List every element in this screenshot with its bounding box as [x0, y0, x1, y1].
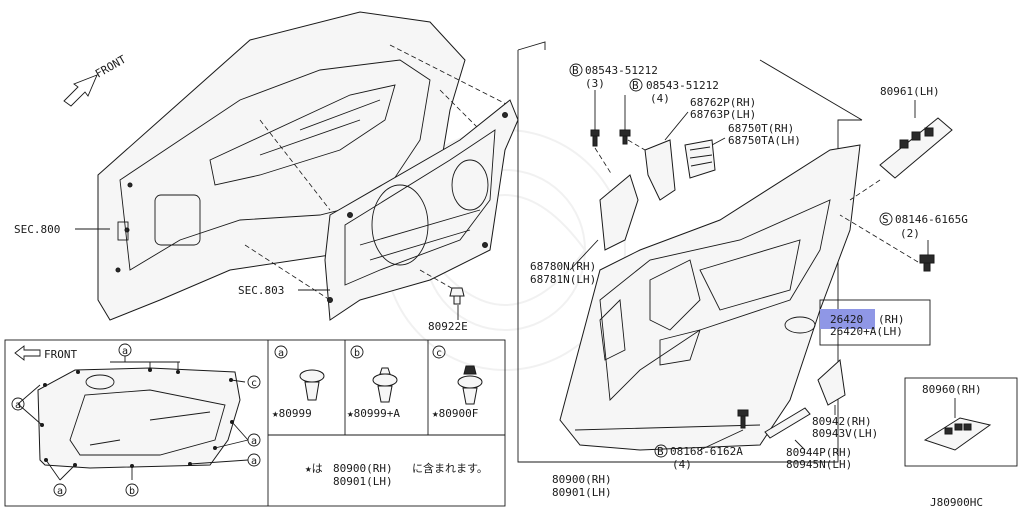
part-08146-label: 08146-6165G	[895, 213, 968, 226]
clip-col-c-header: c	[436, 348, 442, 359]
part-68780n-label: 68780N(RH)	[530, 260, 596, 273]
part-08543-b-qty: (4)	[650, 92, 670, 105]
part-26420a-label: 26420+A(LH)	[830, 325, 903, 338]
part-80960-label: 80960(RH)	[922, 383, 982, 396]
clip-col-a: a ★80999	[272, 345, 325, 420]
badge-b-1: B	[572, 64, 579, 77]
screw-08146	[919, 254, 935, 272]
clip-col-c: c ★80900F	[432, 345, 483, 420]
inset-box	[4, 339, 506, 507]
part-68750t-label: 68750T(RH)	[728, 122, 794, 135]
front-arrow-top: FRONT	[63, 53, 129, 107]
inner-panel	[324, 99, 519, 321]
part-80943-label: 80943V(LH)	[812, 427, 878, 440]
part-08543-b-label: 08543-51212	[646, 79, 719, 92]
sec-803-label: SEC.803	[238, 284, 284, 297]
part-26420-label: 26420	[830, 313, 863, 326]
part-26420-highlight	[820, 309, 875, 329]
badge-b-3: B	[657, 445, 664, 458]
clip-col-a-header: a	[278, 348, 284, 359]
part-80900-label: 80900(RH)	[552, 473, 612, 486]
note-prefix: ★は	[305, 462, 323, 475]
part-68781n-label: 68781N(LH)	[530, 273, 596, 286]
bolt-08543-b	[619, 129, 631, 145]
pull-80944	[764, 407, 811, 439]
part-08543-a-qty: (3)	[585, 77, 605, 90]
part-80945-label: 80945N(LH)	[786, 458, 852, 471]
inset-callout-a-top: a	[122, 346, 128, 357]
front-label-top: FRONT	[93, 53, 129, 81]
clip-col-b-header: b	[354, 348, 360, 359]
inset-callout-c: c	[251, 378, 257, 389]
inset-callouts: a a c a a a b	[11, 343, 261, 497]
part-80942-label: 80942(RH)	[812, 415, 872, 428]
part-68750ta-label: 68750TA(LH)	[728, 134, 801, 147]
diagram-code: J80900HC	[930, 496, 983, 509]
main-frame	[517, 41, 862, 463]
part-80922e-label: 80922E	[428, 320, 468, 333]
inset-callout-a-left: a	[15, 400, 21, 411]
finisher-68780n	[599, 174, 639, 251]
vent-68750t	[684, 139, 716, 179]
part-80901-label: 80901(LH)	[552, 486, 612, 499]
inset-callout-b-bottom: b	[129, 486, 135, 497]
clip-80999-label: ★80999	[272, 407, 312, 420]
note-suffix: に含まれます。	[412, 461, 488, 475]
clip-80922e	[449, 287, 465, 305]
sec-800-label: SEC.800	[14, 223, 60, 236]
clip-col-b: b ★80999+A	[347, 345, 400, 420]
badge-b-2: B	[632, 79, 639, 92]
switch-80961	[879, 117, 953, 179]
switch-80960	[923, 417, 992, 451]
part-08168-label: 08168-6162A	[670, 445, 743, 458]
part-08543-a-label: 08543-51212	[585, 64, 658, 77]
front-arrow-inset	[14, 345, 41, 361]
inset-callout-a-bottom: a	[57, 486, 63, 497]
clip-80999a-label: ★80999+A	[347, 407, 400, 420]
clip-80900f-label: ★80900F	[432, 407, 478, 420]
part-08168-qty: (4)	[672, 458, 692, 471]
inset-callout-a-right1: a	[251, 436, 257, 447]
switch-80960-box	[904, 377, 1018, 467]
note-rh: 80900(RH)	[333, 462, 393, 475]
part-80961-label: 80961(LH)	[880, 85, 940, 98]
part-80944-label: 80944P(RH)	[786, 446, 852, 459]
part-68763p-label: 68763P(LH)	[690, 108, 756, 121]
front-label-inset: FRONT	[44, 348, 77, 361]
bolt-08168	[737, 409, 749, 429]
part-26420-rh: (RH)	[878, 313, 905, 326]
door-trim-panel	[559, 144, 861, 451]
part-08146-qty: (2)	[900, 227, 920, 240]
trim-80942	[817, 358, 846, 406]
badge-s: S	[882, 213, 889, 226]
bracket-68762p	[644, 139, 676, 201]
inset-callout-a-right2: a	[251, 456, 257, 467]
note-lh: 80901(LH)	[333, 475, 393, 488]
bolt-08543-a	[590, 129, 600, 147]
part-68762p-label: 68762P(RH)	[690, 96, 756, 109]
inset-door-panel	[37, 367, 241, 469]
